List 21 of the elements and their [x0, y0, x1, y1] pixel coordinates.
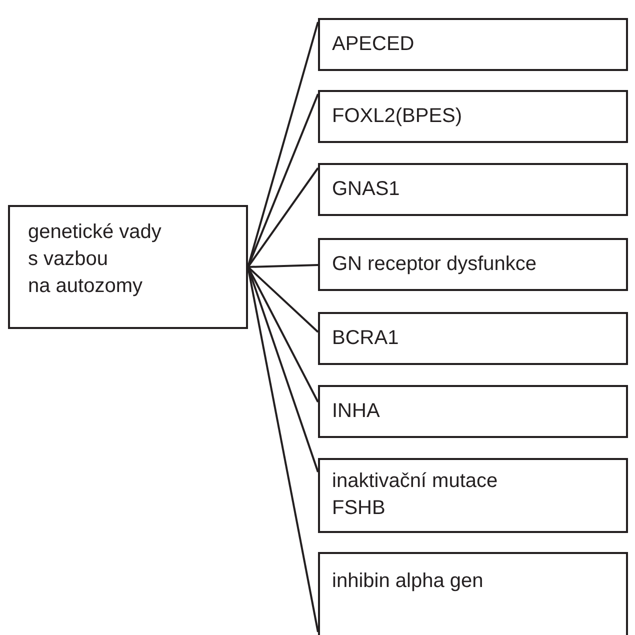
- box-label: FOXL2(BPES): [332, 104, 464, 129]
- connector-line: [248, 264, 318, 268]
- box-label: BCRA1: [332, 326, 400, 351]
- text-box: [8, 205, 248, 329]
- text-box: [318, 458, 628, 533]
- text-box: [318, 552, 628, 635]
- connector-line: [247, 266, 319, 333]
- text-box: [318, 163, 628, 216]
- box-label: GNAS1: [332, 177, 401, 202]
- text-box: [318, 385, 628, 438]
- box-label: inhibin alpha gen: [332, 569, 484, 594]
- box-label: inaktivační mutace FSHB: [332, 469, 499, 521]
- box-label: GN receptor dysfunkce: [332, 252, 538, 277]
- box-label: APECED: [332, 32, 416, 57]
- text-box: [318, 312, 628, 365]
- text-box: [318, 90, 628, 143]
- connector-line: [247, 167, 319, 268]
- text-box: [318, 18, 628, 71]
- text-box: [318, 238, 628, 291]
- box-label: genetické vady s vazbou na autozomy: [28, 220, 162, 299]
- box-label: INHA: [332, 399, 381, 424]
